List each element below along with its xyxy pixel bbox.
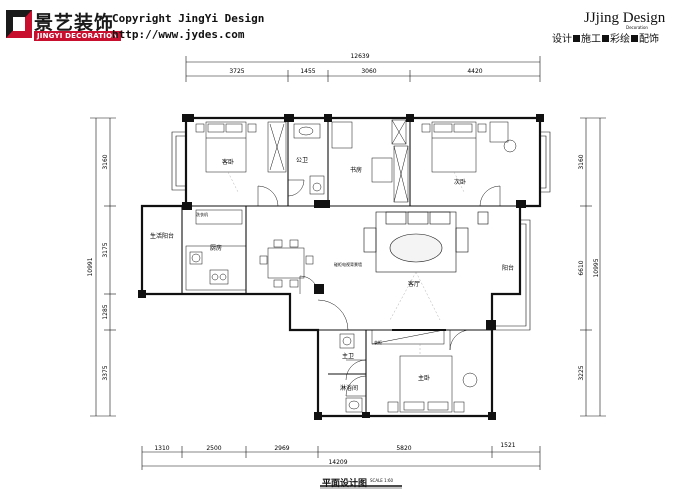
- dim-bottom-3: 2969: [274, 445, 289, 452]
- dim-bottom-total: 14209: [328, 459, 347, 466]
- services-list: 设计施工彩绘配饰: [552, 30, 659, 45]
- dim-bottom-4: 5820: [396, 445, 411, 452]
- brand-logo-icon: [6, 10, 32, 38]
- brand-name-cn: 景艺装饰: [34, 12, 115, 34]
- dim-left-2: 3175: [102, 242, 109, 257]
- dim-right-total: 10995: [593, 258, 600, 277]
- right-brand-sub: Decoration: [626, 25, 648, 30]
- room-label-kitchen: 厨房: [210, 244, 222, 252]
- service-design: 设计: [552, 34, 572, 45]
- room-label-living-room: 客厅: [408, 280, 420, 288]
- square-icon: [602, 35, 609, 42]
- service-painting: 彩绘: [610, 34, 630, 45]
- right-dimension-chain: [580, 117, 606, 417]
- right-brand: JJjing Design: [584, 10, 666, 26]
- square-icon: [573, 35, 580, 42]
- room-label-master-bedroom: 主卧: [418, 374, 430, 382]
- copyright-text: Copyright JingYi Design: [112, 12, 265, 25]
- furniture-public-bath: [293, 123, 325, 195]
- bay-windows: [141, 131, 551, 331]
- furniture-kitchen: [185, 209, 247, 291]
- dim-left-1: 3160: [102, 154, 109, 169]
- dim-top-3: 3060: [361, 68, 376, 75]
- room-label-second-bedroom: 次卧: [454, 178, 466, 186]
- dim-bottom-5: 1521: [500, 442, 515, 449]
- dim-top-2: 1455: [300, 68, 315, 75]
- furniture-guest-bedroom: [195, 121, 287, 173]
- plan-title: 平面设计图: [322, 479, 368, 489]
- dim-right-3: 3225: [578, 365, 585, 380]
- top-dimension-chain: [185, 56, 541, 82]
- dim-top-4: 4420: [467, 68, 482, 75]
- dim-bottom-2: 2500: [206, 445, 221, 452]
- walls: [140, 116, 542, 418]
- bottom-dimension-chain: [141, 446, 541, 470]
- brand-name-en: JINGYI DECORATION: [34, 31, 122, 41]
- room-label-living-balcony: 生活阳台: [150, 232, 174, 240]
- room-label-tv-wall: 碰柜电视背景墙: [334, 261, 362, 267]
- room-label-shower: 淋浴间: [340, 384, 358, 392]
- furniture-master-bedroom: [371, 329, 478, 413]
- dim-top-total: 12639: [350, 53, 369, 60]
- dim-bottom-1: 1310: [154, 445, 169, 452]
- room-label-public-bath: 公卫: [296, 157, 308, 164]
- room-label-laundry: 洗衣机: [196, 211, 208, 217]
- service-construction: 施工: [581, 34, 601, 45]
- room-label-master-bath: 主卫: [342, 352, 354, 360]
- furniture-living: [363, 211, 489, 331]
- room-label-guest-bedroom: 客卧: [222, 158, 234, 166]
- furniture-study: [331, 119, 409, 203]
- dim-right-1: 3160: [578, 154, 585, 169]
- room-label-study: 书房: [350, 166, 362, 174]
- furniture-dining: [259, 239, 314, 288]
- website-text: http://www.jydes.com: [112, 28, 245, 41]
- dim-left-total: 10991: [87, 257, 94, 276]
- left-dimension-chain: [90, 117, 116, 417]
- room-label-wardrobe: 衣柜: [374, 339, 382, 345]
- dim-right-2: 6610: [578, 260, 585, 275]
- furniture-second-bedroom: [421, 121, 517, 173]
- room-label-balcony: 阳台: [502, 264, 514, 272]
- plan-scale: SCALE 1:60: [370, 478, 394, 483]
- dim-top-1: 3725: [229, 68, 244, 75]
- sightlines: [227, 171, 465, 356]
- dim-left-3: 1285: [102, 304, 109, 319]
- service-decor: 配饰: [639, 34, 659, 45]
- furniture-master-bath: [339, 333, 363, 413]
- door-swings: [257, 179, 501, 397]
- square-icon: [631, 35, 638, 42]
- dim-left-4: 3375: [102, 365, 109, 380]
